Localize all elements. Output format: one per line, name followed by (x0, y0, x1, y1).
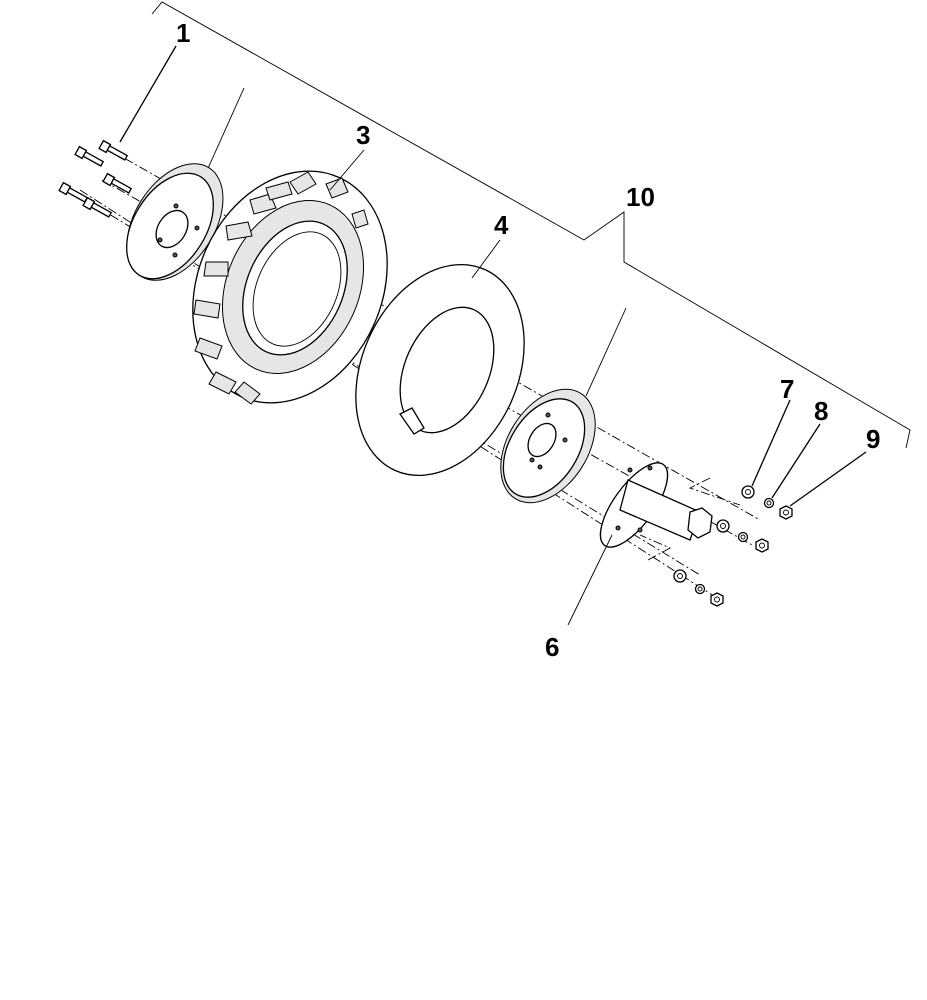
washer-icon (741, 485, 755, 499)
hex-hub (567, 462, 713, 626)
washer-icon (716, 519, 730, 533)
callout-8: 8 (814, 396, 828, 426)
bolt-icon (98, 139, 129, 161)
callout-7: 7 (780, 374, 794, 404)
bolt-icon (74, 145, 105, 167)
callout-10: 10 (626, 182, 655, 212)
bolt-icon (82, 196, 113, 218)
callout-9: 9 (866, 424, 880, 454)
inner-rim (500, 307, 627, 504)
lock-washer-icon (694, 583, 706, 595)
callout-1: 1 (176, 18, 190, 48)
bolt-icon (58, 181, 89, 203)
nut-icon (779, 505, 793, 520)
callout-4: 4 (494, 210, 509, 240)
nut-icon (755, 538, 769, 553)
assembly-bracket (151, 1, 911, 449)
inner-tube (355, 239, 525, 477)
lock-washer-icon (763, 497, 775, 509)
washer-icon (673, 569, 687, 583)
lock-washer-icon (737, 531, 749, 543)
bolt-icon (102, 172, 133, 194)
callout-6: 6 (545, 632, 559, 662)
nut-icon (710, 592, 724, 607)
tire (192, 149, 388, 405)
callout-3: 3 (356, 120, 370, 150)
outer-rim (126, 87, 245, 281)
fasteners-group (673, 485, 793, 607)
tire-treads (193, 171, 369, 405)
callout-labels: 1 3 4 6 7 8 9 10 (176, 18, 880, 662)
bolts-group (58, 139, 133, 218)
leader-lines (119, 45, 867, 507)
